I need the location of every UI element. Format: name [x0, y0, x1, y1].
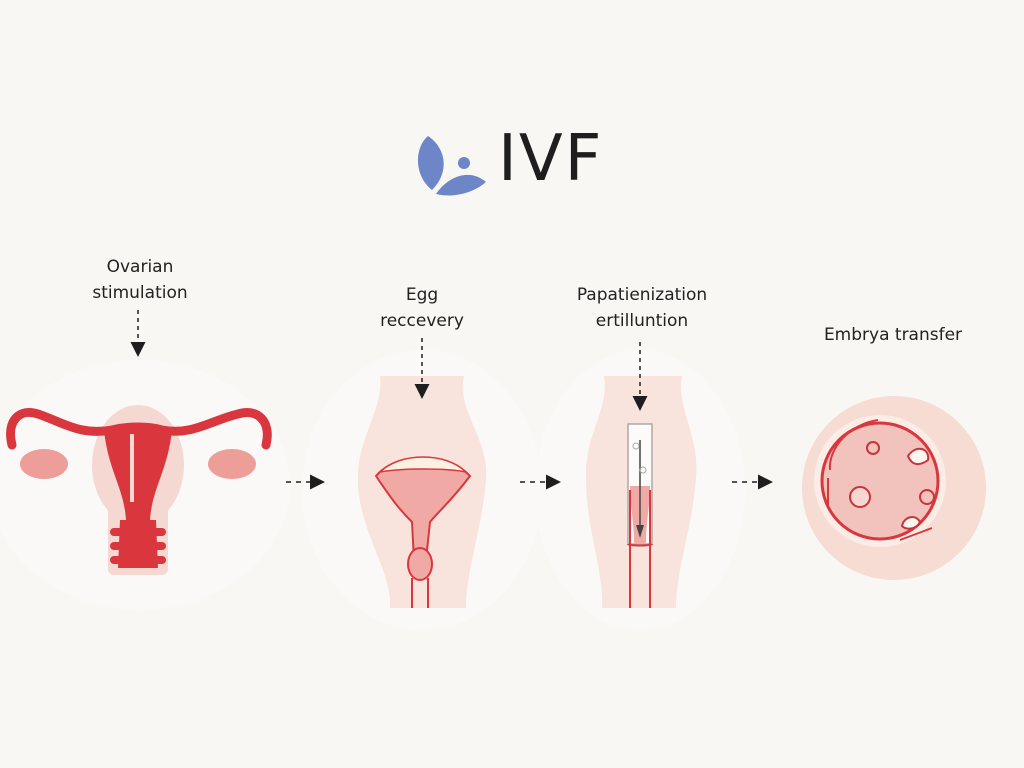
step-label-line: Embrya transfer	[823, 325, 963, 345]
egg-retrieval-icon	[357, 376, 487, 608]
embryo-dish-icon	[802, 396, 986, 580]
step-label-ovarian-stimulation: Ovarian stimulation	[70, 254, 210, 306]
uterus-icon	[6, 405, 272, 575]
step-label-egg-recovery: Egg reccevery	[352, 282, 492, 334]
step-label-embryo-transfer: Embrya transfer	[808, 322, 978, 348]
step-label-line: ertilluntion	[595, 311, 689, 331]
leaf-logo-icon	[417, 136, 486, 196]
step-label-line: Ovarian	[106, 257, 174, 277]
step-label-line: Papatienization	[576, 285, 708, 305]
fertilization-icon	[585, 376, 697, 608]
step-label-line: reccevery	[380, 311, 464, 331]
step-label-line: Egg	[405, 285, 439, 305]
step-label-fertilization: Papatienization ertilluntion	[552, 282, 732, 334]
step-label-line: stimulation	[92, 283, 188, 303]
page-title: IVF	[498, 122, 604, 196]
